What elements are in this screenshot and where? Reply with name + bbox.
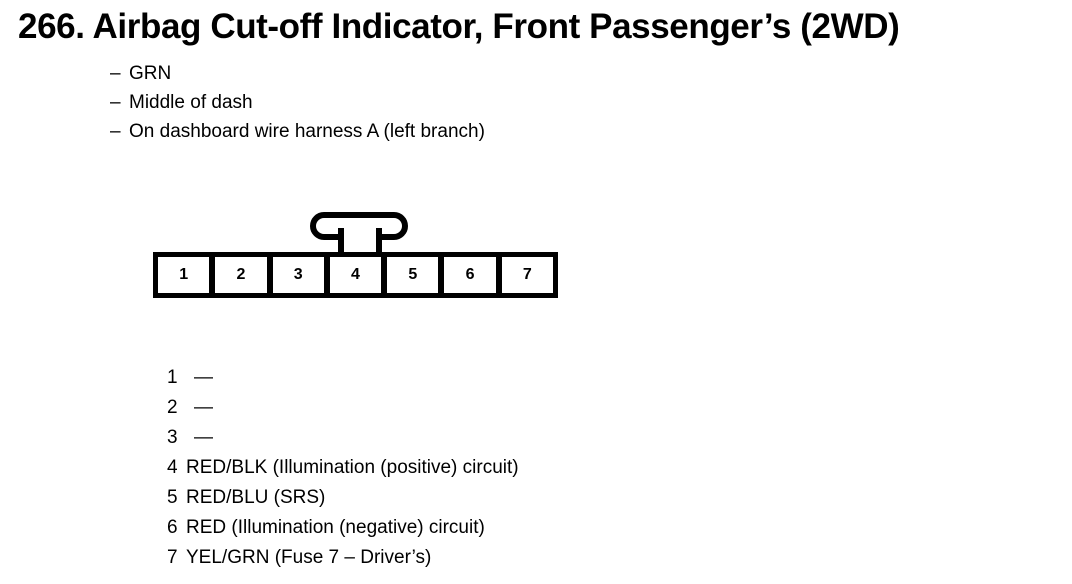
spec-list-item: –GRN [110, 59, 485, 88]
connector-body: 1 2 3 4 5 6 7 [153, 252, 558, 298]
spec-dash: – [110, 92, 121, 113]
page-title: 266. Airbag Cut-off Indicator, Front Pas… [18, 7, 900, 46]
pin-legend-row: 5 RED/BLU (SRS) [167, 483, 519, 513]
spec-list-item: –Middle of dash [110, 88, 485, 117]
spec-text: On dashboard wire harness A (left branch… [129, 121, 485, 142]
pin-number: 5 [167, 487, 178, 508]
connector-pin-cell: 1 [158, 257, 210, 293]
spec-text: GRN [129, 63, 172, 84]
pin-legend-row: 6 RED (Illumination (negative) circuit) [167, 513, 519, 543]
pin-description: YEL/GRN (Fuse 7 – Driver’s) [186, 547, 432, 568]
pin-description: — [194, 397, 213, 418]
pin-number: 1 [167, 367, 178, 388]
latch-tab-notch [338, 228, 382, 242]
connector-pin-cell: 3 [272, 257, 324, 293]
pin-description: — [194, 427, 213, 448]
latch-tab-leg-left [338, 228, 344, 254]
spec-list: –GRN –Middle of dash –On dashboard wire … [110, 59, 485, 146]
pin-legend-row: 4 RED/BLK (Illumination (positive) circui… [167, 453, 519, 483]
spec-text: Middle of dash [129, 92, 253, 113]
connector-pin-cell: 5 [387, 257, 439, 293]
connector-latch-tab [310, 210, 408, 254]
connector-pin-cell: 6 [444, 257, 496, 293]
pin-legend-row: 3— [167, 423, 519, 453]
pin-description: RED (Illumination (negative) circuit) [186, 517, 485, 538]
spec-dash: – [110, 63, 121, 84]
spec-list-item: –On dashboard wire harness A (left branc… [110, 117, 485, 146]
pin-legend-row: 7 YEL/GRN (Fuse 7 – Driver’s) [167, 543, 519, 573]
pin-number: 3 [167, 427, 178, 448]
connector-diagram: 1 2 3 4 5 6 7 [153, 210, 563, 302]
pin-description: RED/BLU (SRS) [186, 487, 326, 508]
pin-legend-row: 1— [167, 363, 519, 393]
pin-number: 2 [167, 397, 178, 418]
pin-number: 7 [167, 547, 178, 568]
pin-description: RED/BLK (Illumination (positive) circuit… [186, 457, 519, 478]
pin-legend-row: 2— [167, 393, 519, 423]
spec-dash: – [110, 121, 121, 142]
connector-pin-cell: 4 [329, 257, 382, 293]
pin-number: 4 [167, 457, 178, 478]
pin-description: — [194, 367, 213, 388]
pin-number: 6 [167, 517, 178, 538]
latch-tab-leg-right [376, 228, 382, 254]
connector-pin-cell: 7 [501, 257, 553, 293]
connector-pin-cell: 2 [215, 257, 267, 293]
